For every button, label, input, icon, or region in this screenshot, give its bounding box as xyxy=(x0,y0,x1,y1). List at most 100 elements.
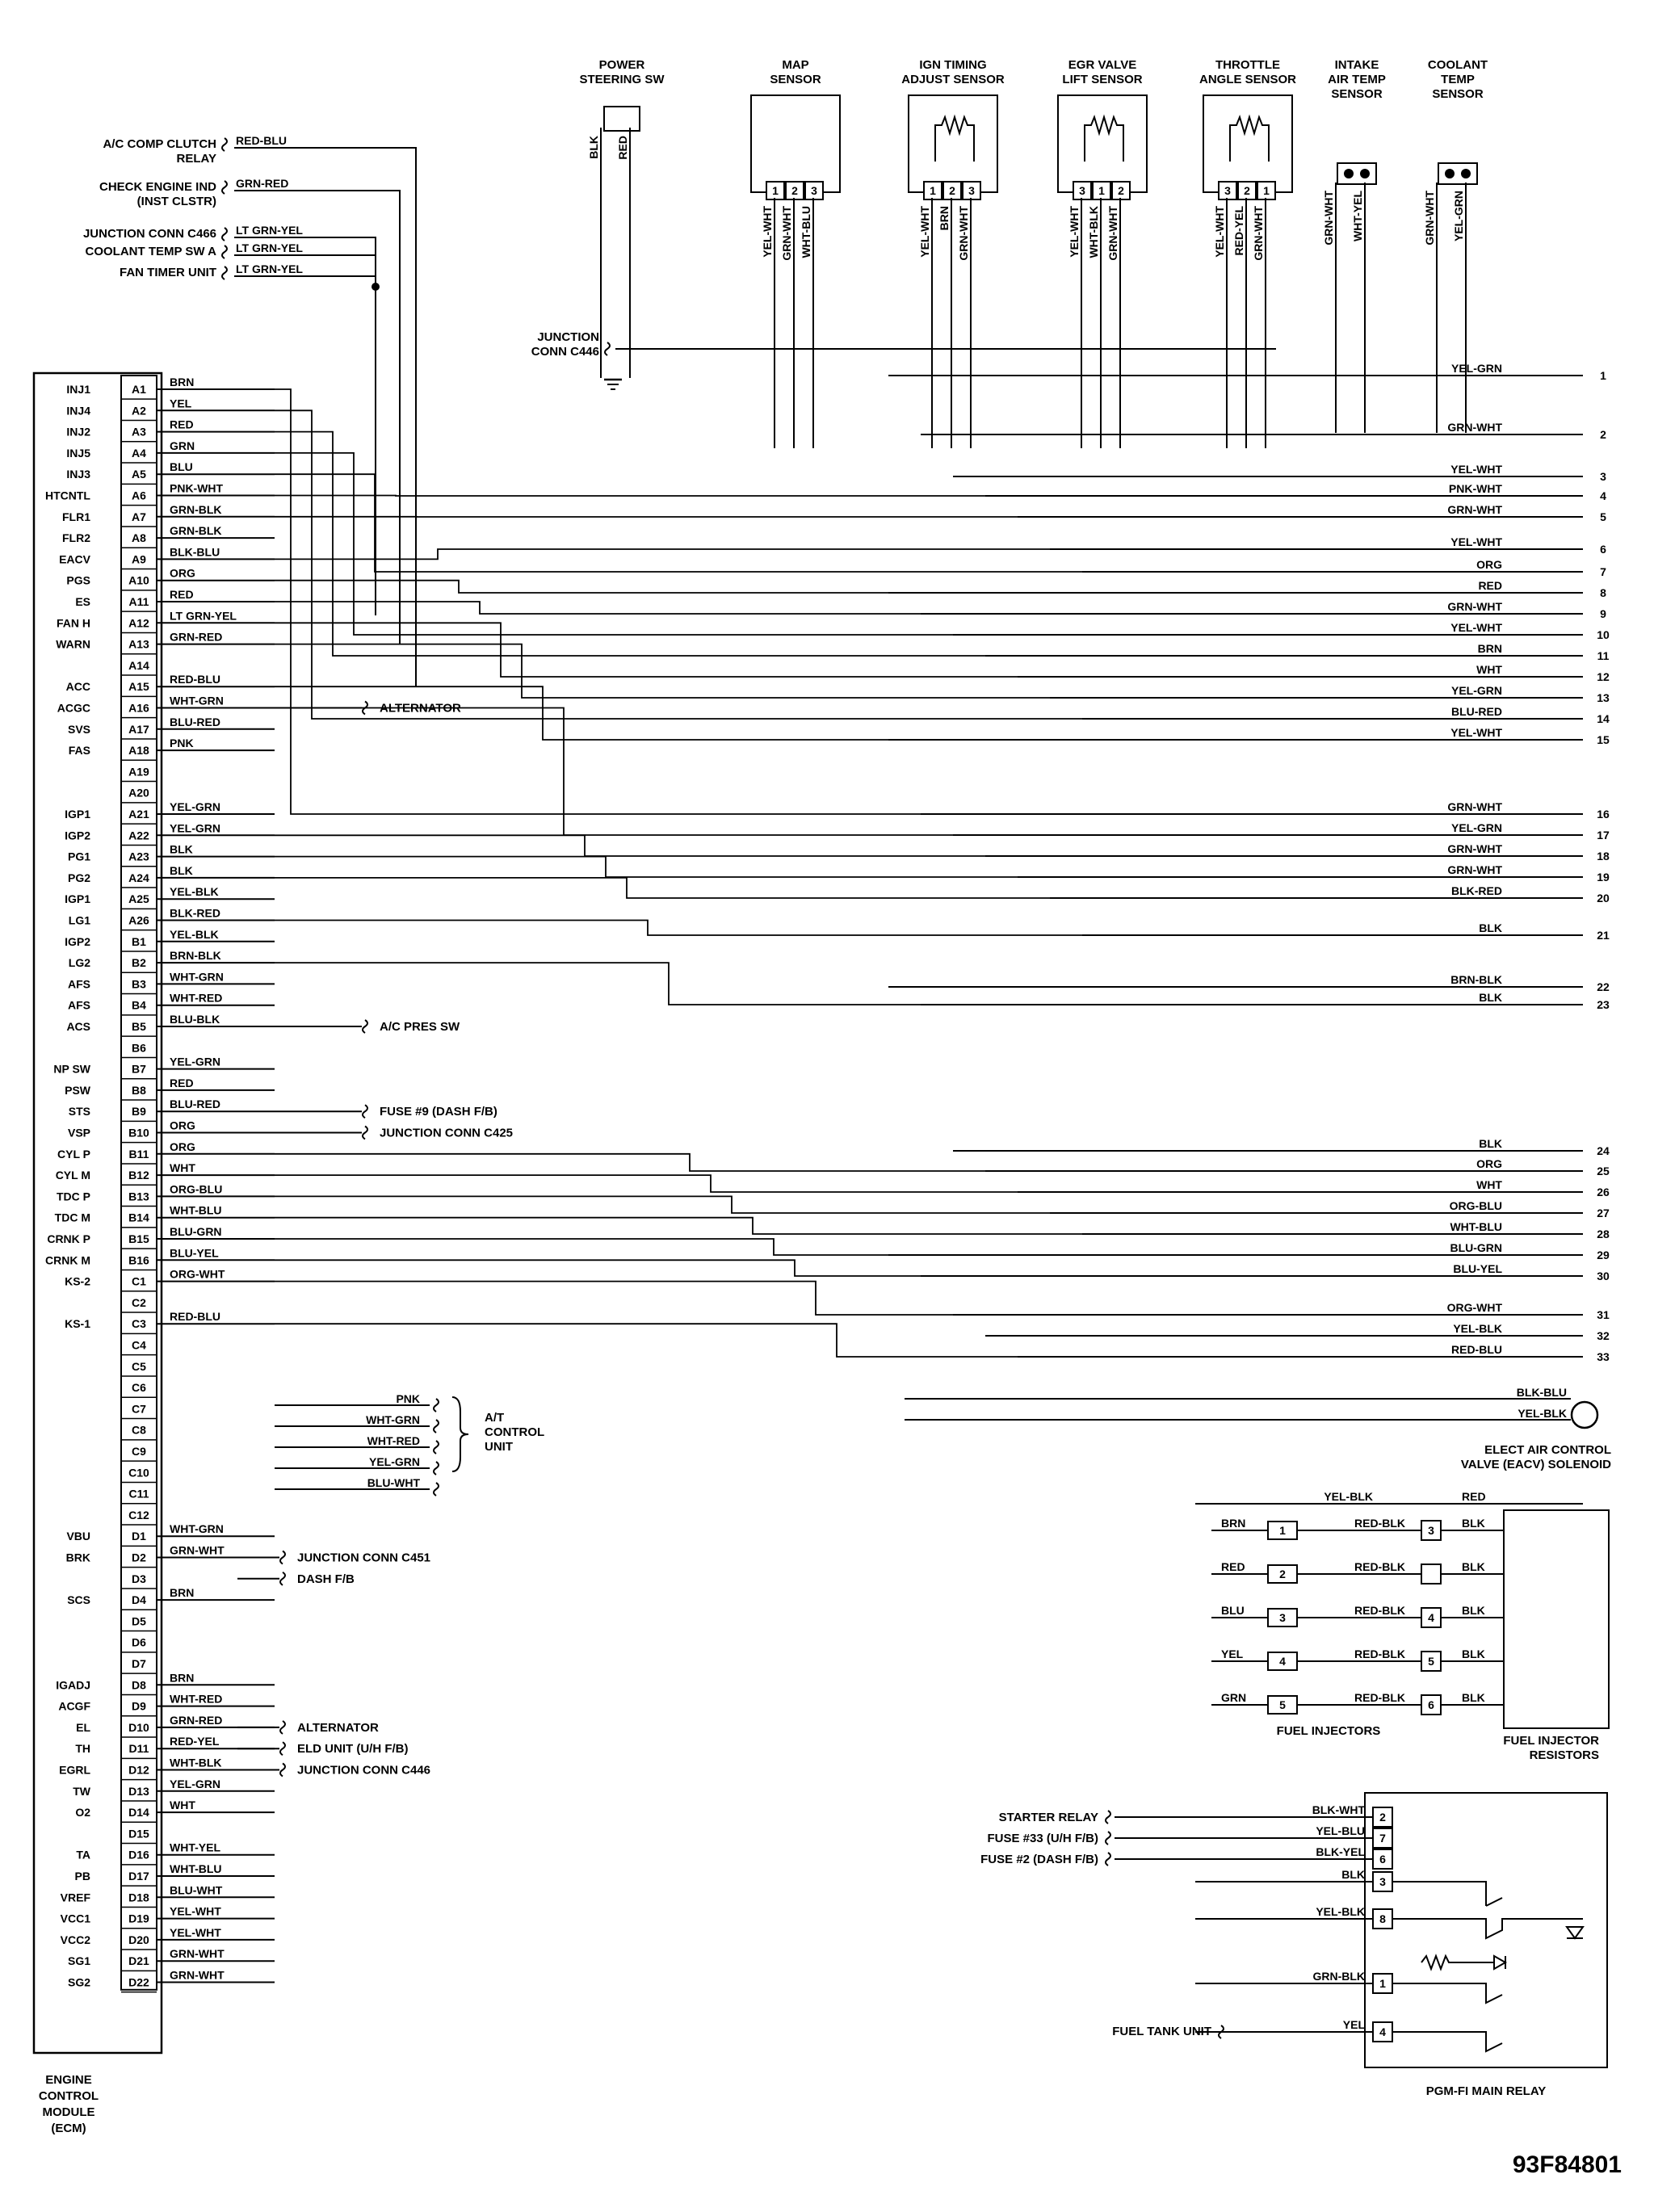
sensor-title: EGR VALVE xyxy=(1068,58,1136,72)
sensor-wire-color: YEL-WHT xyxy=(1068,206,1081,258)
connector-mark xyxy=(434,1441,439,1454)
ecm-wire-color: BRN-BLK xyxy=(170,949,221,962)
ecm-pin-number: D1 xyxy=(132,1530,146,1543)
resistors-label: FUEL INJECTOR xyxy=(1503,1734,1599,1748)
ecm-wire-color: WHT-YEL xyxy=(170,1841,220,1854)
ecm-pin-number: A2 xyxy=(132,404,146,417)
right-wire-color: YEL-GRN xyxy=(1451,684,1502,697)
connector-mark xyxy=(222,181,227,194)
right-wire-color: WHT xyxy=(1476,1178,1502,1191)
ecm-title: CONTROL xyxy=(39,2089,99,2103)
ecm-wire-color: WHT-BLK xyxy=(170,1757,222,1769)
ecm-pin-number: A3 xyxy=(132,426,146,439)
injector-input-wire: RED xyxy=(1221,1560,1245,1573)
ecm-pin-name: STS xyxy=(69,1105,90,1118)
right-wire-color: YEL-WHT xyxy=(1450,535,1502,548)
ecm-pin-number: D21 xyxy=(128,1954,149,1967)
ecm-pin-name: IGP1 xyxy=(65,892,90,905)
ecm-pin-name: INJ3 xyxy=(66,468,90,481)
ecm-pin-name: INJ5 xyxy=(66,447,90,460)
d-connection-label: JUNCTION CONN C451 xyxy=(297,1551,430,1565)
ecm-wire-color: BRN xyxy=(170,376,194,388)
ecm-wire-color: BLK xyxy=(170,864,193,877)
right-wire-color: GRN-WHT xyxy=(1447,503,1502,516)
relay-wire-color: BLK xyxy=(1341,1868,1365,1881)
ecm-pin-number: B9 xyxy=(132,1105,146,1118)
ecm-wire-color: YEL-GRN xyxy=(170,821,220,834)
ecm-pin-name: AFS xyxy=(68,977,90,990)
ecm-pin-number: C3 xyxy=(132,1317,146,1330)
ecm-to-harness-wire xyxy=(275,1324,1018,1357)
injector-connector-number: 5 xyxy=(1428,1655,1434,1668)
right-wire-number: 12 xyxy=(1597,670,1610,683)
connector-mark xyxy=(363,1020,367,1033)
sensor-wire-color: GRN-WHT xyxy=(780,206,793,261)
sensor-wire-color: GRN-WHT xyxy=(1423,191,1436,246)
at-control-label: A/T xyxy=(485,1411,504,1425)
ecm-wire-color: WHT-GRN xyxy=(170,970,224,983)
sensor-title: THROTTLE xyxy=(1215,58,1280,72)
ecm-pin-number: A8 xyxy=(132,531,146,544)
ecm-pin-number: B12 xyxy=(128,1169,149,1182)
relay-pin-number: 6 xyxy=(1379,1853,1386,1866)
ecm-pin-number: C2 xyxy=(132,1296,146,1309)
ecm-pin-number: B13 xyxy=(128,1190,149,1203)
ecm-pin-number: C1 xyxy=(132,1275,146,1288)
right-wire-color: YEL-WHT xyxy=(1450,726,1502,739)
ecm-pin-number: A22 xyxy=(128,829,149,842)
ecm-wire-color: PNK xyxy=(170,737,194,749)
eacv-solenoid xyxy=(1572,1402,1597,1428)
sensor-pin-number: 2 xyxy=(791,184,798,197)
ecm-wire-color: BLK xyxy=(170,843,193,856)
connector-mark xyxy=(280,1572,285,1585)
ecm-pin-name: CYL P xyxy=(57,1148,90,1161)
ecm-wire-color: RED-YEL xyxy=(170,1735,220,1748)
ecm-to-harness-wire xyxy=(275,1239,888,1255)
ecm-pin-number: D17 xyxy=(128,1870,149,1883)
sensor-wire-color: BLK xyxy=(587,136,600,159)
ecm-wire-color: BLU-YEL xyxy=(170,1246,219,1259)
ecm-pin-name: PG1 xyxy=(68,850,90,863)
ecm-to-harness-wire xyxy=(275,835,985,856)
ecm-pin-name: ACC xyxy=(66,680,90,693)
ecm-pin-number: D15 xyxy=(128,1827,149,1840)
right-wire-number: 7 xyxy=(1600,565,1606,578)
relay-pin-number: 1 xyxy=(1379,1977,1386,1990)
resistor-wire-color: BLK xyxy=(1462,1604,1485,1617)
relay-wire-color: BLK-WHT xyxy=(1312,1803,1366,1816)
right-wire-color: GRN-WHT xyxy=(1447,842,1502,855)
sensor-pin-number: 3 xyxy=(811,184,817,197)
ecm-pin-number: A17 xyxy=(128,723,149,736)
ecm-pin-name: TA xyxy=(76,1849,90,1862)
ecm-pin-name: VSP xyxy=(68,1127,90,1140)
ecm-pin-number: A6 xyxy=(132,489,146,502)
top-left-input-label: CHECK ENGINE IND xyxy=(99,180,216,194)
ecm-pin-name: TH xyxy=(75,1742,90,1755)
connector-pin xyxy=(1445,169,1455,178)
ecm-wire-color: YEL-GRN xyxy=(170,800,220,813)
ecm-wire-color: GRN-BLK xyxy=(170,503,222,516)
ecm-pin-number: C4 xyxy=(132,1339,146,1352)
ecm-to-harness-wire xyxy=(275,1282,953,1315)
injector-wire-color: YEL-BLK xyxy=(1324,1490,1373,1503)
eacv-label: ELECT AIR CONTROL xyxy=(1484,1443,1611,1457)
connector-pin xyxy=(1461,169,1471,178)
sensor-pin-number: 2 xyxy=(949,184,955,197)
sensor-wire-color: YEL-GRN xyxy=(1452,191,1465,241)
ecm-pin-name: FAN H xyxy=(57,616,90,629)
ecm-wire-color: BLU-BLK xyxy=(170,1013,220,1026)
ecm-pin-name: INJ2 xyxy=(66,426,90,439)
ecm-pin-number: A21 xyxy=(128,808,149,821)
top-left-wire-color: LT GRN-YEL xyxy=(236,262,303,275)
ecm-wire-color: YEL xyxy=(170,397,192,409)
ecm-pin-name: FAS xyxy=(69,744,90,757)
ecm-pin-name: SG1 xyxy=(68,1954,90,1967)
top-left-input-label: (INST CLSTR) xyxy=(137,195,216,208)
ecm-pin-name: PGS xyxy=(66,574,90,587)
ecm-pin-number: B15 xyxy=(128,1232,149,1245)
connector-mark xyxy=(363,1105,367,1118)
ecm-to-harness-wire xyxy=(275,432,985,656)
right-wire-number: 24 xyxy=(1597,1144,1610,1157)
sensor-title: COOLANT xyxy=(1428,58,1488,72)
